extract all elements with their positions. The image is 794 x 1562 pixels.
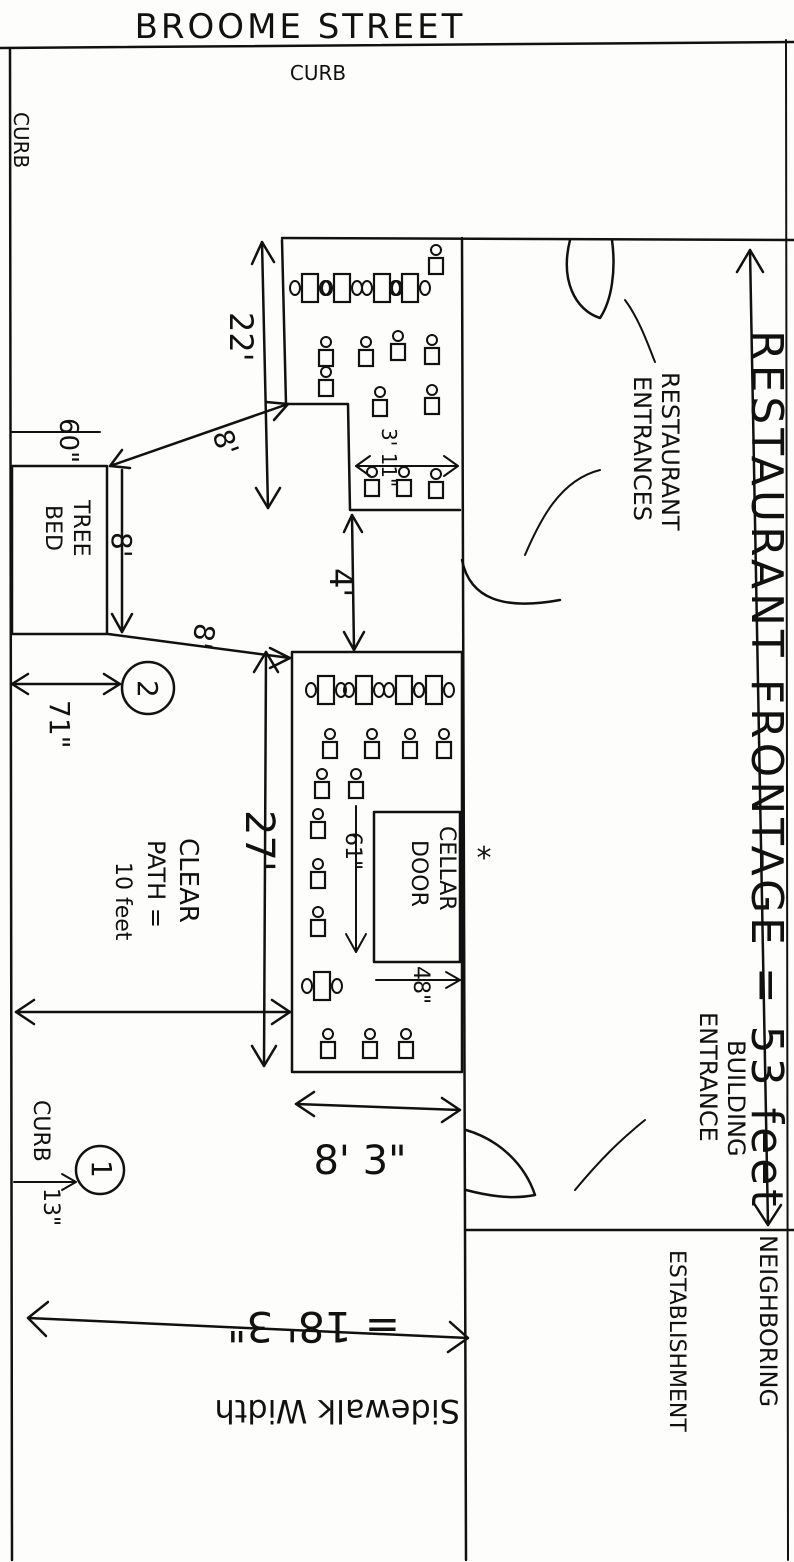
lower-cafe-boundary (290, 650, 464, 1074)
right-edge-line (785, 39, 789, 1561)
entrance-pointer-2 (524, 469, 601, 556)
dim-13-arrow-r (61, 1173, 77, 1191)
upper-seating (288, 243, 445, 500)
top-curb-label: CURB (290, 61, 346, 85)
building-entrance-pointer (574, 1119, 646, 1191)
dim-71-arrow-l (10, 672, 30, 696)
restaurant-entrances-line2: ENTRANCES (628, 376, 656, 521)
frontage-dim-line (748, 248, 770, 1227)
left-curb-line (8, 46, 14, 1562)
dim-4-line (350, 513, 356, 652)
clear-path-line2: PATH = (142, 840, 170, 928)
tree-marker-2-label: 2 (131, 680, 164, 698)
clear-path-line1: CLEAR (173, 838, 203, 923)
clear-path-arrow-r (270, 998, 292, 1026)
tree-bed-line2: BED (40, 505, 65, 551)
dim-61-arrow-b (345, 933, 367, 953)
frontage-arrow-top (735, 248, 765, 274)
dim-71: 71" (43, 700, 76, 749)
restaurant-door-2 (460, 558, 562, 605)
tree-marker-1 (74, 1144, 126, 1196)
entrance-pointer-1 (624, 299, 656, 363)
street-name: BROOME STREET (135, 7, 466, 47)
dim-8a-arrow-l (108, 448, 132, 470)
dim-22-arrow-t (250, 240, 276, 266)
dim-8-3-arrow-r (440, 1096, 462, 1124)
dim-4-arrow-b (342, 630, 366, 652)
tree-marker-2 (120, 660, 176, 716)
dim-8-3-arrow-l (294, 1090, 316, 1118)
dim-3-11-arrow-r (443, 455, 459, 477)
dim-22: 22' (222, 312, 260, 362)
dim-48: 48" (408, 966, 433, 1004)
cellar-door-line1: CELLAR (434, 826, 459, 911)
clear-path-arrow-l (14, 998, 36, 1026)
tree-bed (10, 464, 109, 636)
dim-27: 27' (236, 810, 282, 872)
upper-cafe-boundary (280, 238, 462, 512)
tree-bed-line1: TREE (68, 499, 93, 557)
dim-61: 61" (340, 832, 365, 870)
dim-3-11-arrow-l (355, 455, 371, 477)
dim-27-arrow-t (252, 650, 280, 674)
sidewalk-arrow-l (26, 1300, 50, 1338)
dim-3-11: 3' 11" (377, 428, 401, 487)
sidewalk-arrow-r (446, 1320, 470, 1354)
sidewalk-width-label: Sidewalk Width (214, 1392, 460, 1430)
restaurant-frontage-label: RESTAURANT FRONTAGE = 53 feet (741, 330, 792, 1211)
cellar-door-line2: DOOR (406, 840, 431, 907)
dim-8a-arrow-r (264, 400, 290, 422)
neighboring-line1: NEIGHBORING (754, 1235, 782, 1407)
dim-8c-line (106, 632, 292, 660)
dim-4-arrow-t (342, 513, 364, 534)
dim-22-arrow-b (254, 486, 282, 510)
frontage-arrow-bottom (753, 1203, 783, 1227)
sidewalk-width-line (26, 1316, 470, 1340)
dim-8-3: 8' 3" (313, 1138, 406, 1184)
restaurant-door-1 (565, 238, 615, 320)
dim-4: 4' (322, 568, 360, 597)
dim-8c-arrow-r (268, 646, 292, 670)
dim-71-arrow-r (102, 672, 122, 696)
tree-marker-1-label: 1 (85, 1160, 118, 1178)
side-curb-label: CURB (9, 112, 33, 168)
dim-27-line (262, 650, 268, 1068)
dim-8b: 8' (105, 532, 138, 558)
star-mark: * (477, 841, 492, 876)
dim-22-line (260, 240, 270, 510)
dim-8-3-line (294, 1102, 462, 1112)
cellar-door (372, 810, 462, 964)
clear-path-line3: 10 feet (110, 862, 135, 941)
bottom-curb-label: CURB (28, 1100, 53, 1162)
building-entrance-line1: BUILDING (722, 1040, 750, 1157)
restaurant-entrances-line1: RESTAURANT (656, 372, 684, 531)
dim-48-arrow-r (445, 971, 461, 989)
sidewalk-width-value: = 18' 3" (227, 1302, 400, 1351)
dim-8c: 8' (185, 621, 222, 652)
top-curb-line (0, 40, 794, 50)
dim-8b-arrow-b (110, 612, 134, 634)
building-entrance-line2: ENTRANCE (694, 1012, 722, 1142)
neighboring-line2: ESTABLISHMENT (664, 1250, 689, 1432)
dim-27-arrow-b (250, 1044, 278, 1068)
facade-top-line (280, 236, 794, 242)
building-door (464, 1128, 537, 1199)
dim-13: 13" (38, 1188, 63, 1226)
dim-60: 60" (53, 418, 83, 463)
dim-8a-line (108, 402, 290, 468)
